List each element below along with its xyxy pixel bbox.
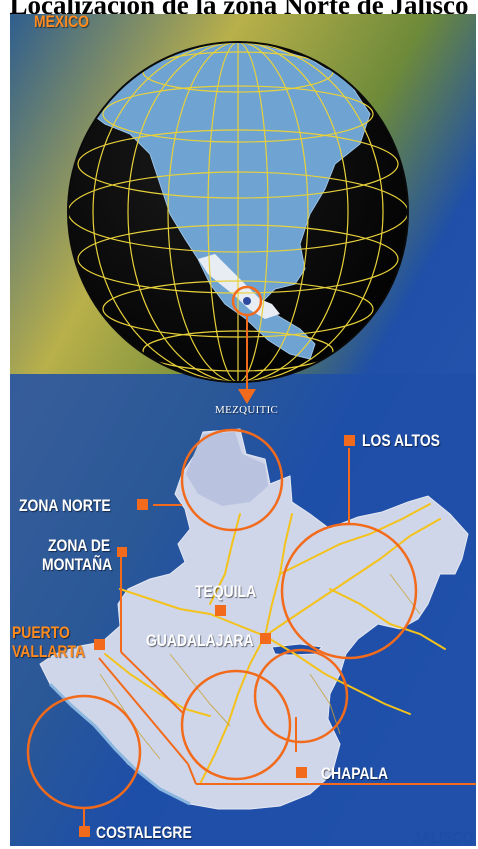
map-title: Localización de la zona Norte de Jalisco	[9, 0, 469, 16]
label-costalegre: COSTALEGRE	[96, 823, 192, 842]
zona-norte-circle	[180, 428, 284, 532]
label-zona-montana-2: MONTAÑA	[42, 555, 113, 574]
region-circles	[26, 428, 418, 810]
label-los-altos: LOS ALTOS	[362, 431, 440, 450]
jalisco-location-map: MÉXICO MEZQUITIC LOS ALTOS ZONA NORTE ZO…	[10, 14, 476, 846]
map-graphic	[10, 14, 476, 846]
location-markers	[79, 435, 355, 837]
label-mexico: MÉXICO	[34, 14, 89, 31]
zona-norte-region	[186, 432, 268, 506]
label-zona-norte: ZONA NORTE	[19, 496, 111, 515]
label-tequila: TEQUILA	[195, 582, 257, 601]
zona-montana-circle	[180, 669, 292, 781]
label-mezquitic: MEZQUITIC	[215, 404, 279, 416]
guadalajara-circle	[253, 648, 349, 744]
label-puerto-2: VALLARTA	[12, 642, 86, 661]
label-jalisco: JALISCO	[413, 828, 474, 846]
label-puerto-1: PUERTO	[12, 623, 70, 642]
mexico-highlight	[198, 254, 280, 319]
jalisco-dot	[243, 297, 251, 305]
coast-shore	[48, 682, 191, 806]
label-zona-montana-1: ZONA DE	[48, 536, 111, 555]
label-chapala: CHAPALA	[321, 764, 389, 783]
leader-lines	[83, 448, 476, 826]
location-arrow-head	[238, 389, 256, 404]
label-guadalajara: GUADALAJARA	[146, 631, 254, 650]
